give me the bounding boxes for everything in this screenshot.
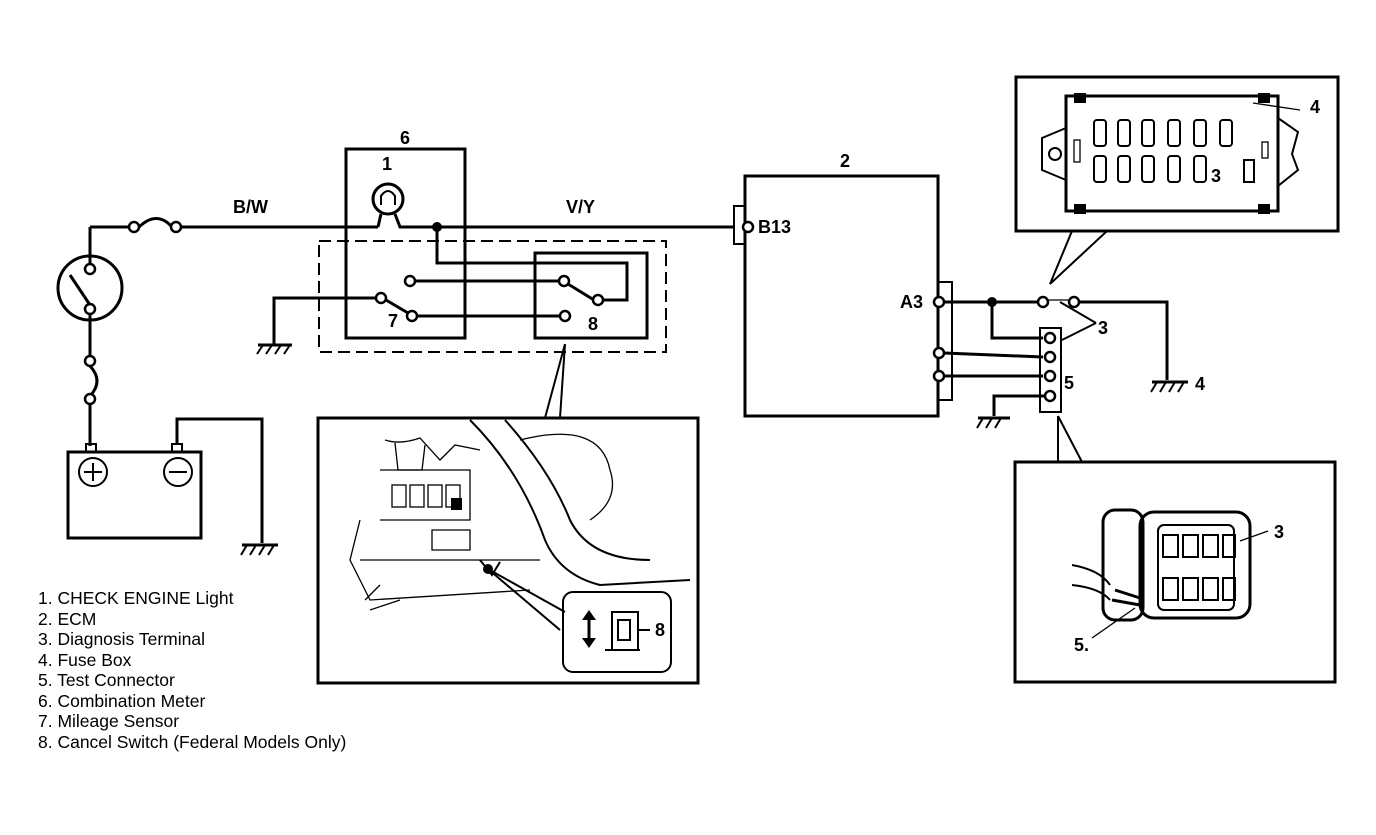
fuse-lower — [83, 354, 99, 406]
callout-3-inset: 3 — [1211, 166, 1221, 186]
legend-item: 7. Mileage Sensor — [38, 711, 180, 731]
pin-label-b13: B13 — [758, 217, 791, 237]
test-connector-drawing — [1071, 508, 1269, 639]
wire-label-vy: V/Y — [566, 197, 595, 217]
legend-item: 8. Cancel Switch (Federal Models Only) — [38, 731, 347, 752]
legend-item: 4. Fuse Box — [38, 649, 132, 670]
cancel-switch-detail — [562, 591, 672, 673]
callout-8: 8 — [588, 314, 598, 334]
legend-item: 3. Diagnosis Terminal — [38, 629, 205, 649]
callout-2: 2 — [840, 151, 850, 171]
check-engine-light — [371, 182, 405, 216]
test-connector — [1039, 327, 1062, 413]
dashboard-inset — [316, 416, 700, 685]
pin-label-a3: A3 — [900, 292, 923, 312]
legend-item: 5. Test Connector — [38, 670, 175, 690]
legend-item: 1. CHECK ENGINE Light — [38, 588, 234, 608]
callout-4: 4 — [1195, 374, 1205, 394]
ground-meter — [256, 343, 292, 355]
ignition-switch — [56, 254, 124, 322]
callout-5-connector: 5. — [1074, 635, 1089, 655]
callout-8-inset: 8 — [655, 620, 665, 640]
cancel-switch-box — [533, 251, 649, 340]
cancel-switch-icon — [605, 611, 650, 651]
ground-battery — [240, 543, 278, 556]
dashboard-drawing — [349, 419, 691, 631]
test-connector-inset — [1013, 460, 1337, 684]
wire-label-bw: B/W — [233, 197, 268, 217]
ground-ecm — [976, 416, 1010, 429]
fuse-top — [127, 217, 183, 234]
callout-3-connector: 3 — [1274, 522, 1284, 542]
callout-3: 3 — [1098, 318, 1108, 338]
legend-item: 6. Combination Meter — [38, 690, 206, 711]
callout-6: 6 — [400, 128, 410, 148]
legend-item: 2. ECM — [38, 608, 97, 629]
battery — [66, 443, 203, 540]
callout-5: 5 — [1064, 373, 1074, 393]
fusebox-drawing — [1041, 93, 1301, 214]
fusebox-inset — [1014, 75, 1340, 233]
callout-1: 1 — [382, 154, 392, 174]
legend: 1. CHECK ENGINE Light 2. ECM 3. Diagnosi… — [38, 588, 346, 752]
callout-7: 7 — [388, 311, 398, 331]
combination-meter-box — [344, 147, 467, 340]
callout-4-inset: 4 — [1310, 97, 1320, 117]
dashed-enclosure — [318, 240, 667, 353]
up-down-arrow-icon — [582, 610, 596, 648]
ground-fusebox — [1150, 380, 1188, 393]
